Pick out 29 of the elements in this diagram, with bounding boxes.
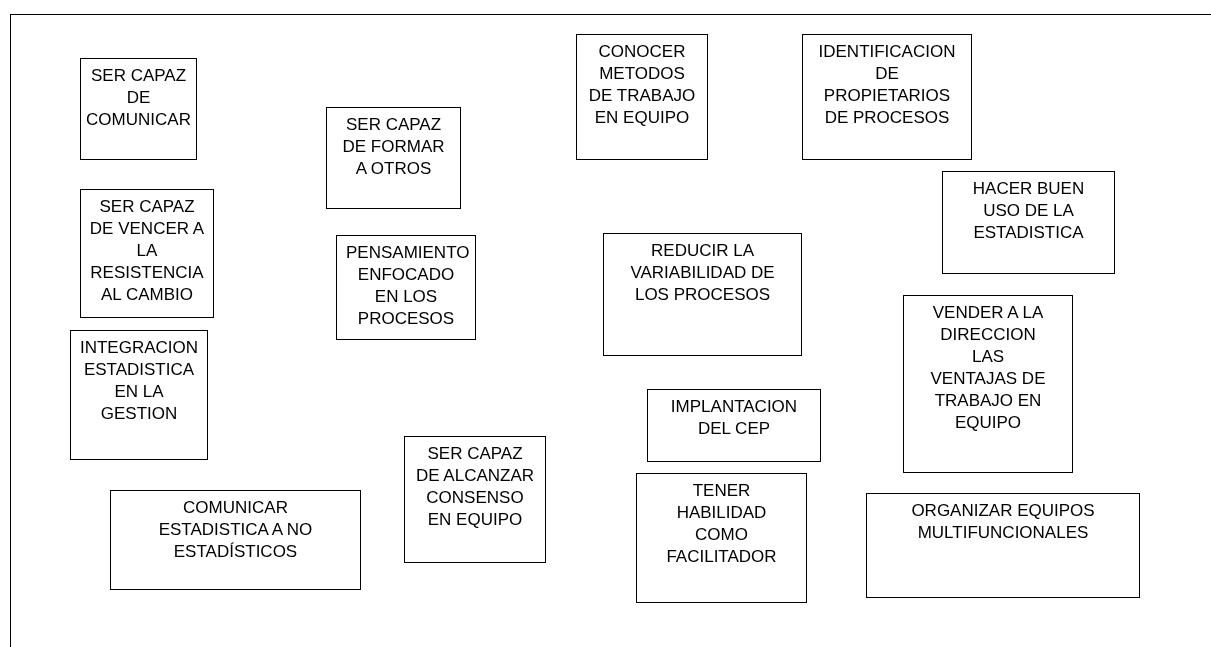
text-box (110, 490, 361, 590)
box-label: SER CAPAZ DE VENCER A LA RESISTENCIA AL CAMBIO (89, 196, 205, 306)
text-box (80, 189, 214, 318)
text-box (802, 34, 972, 160)
box-label: SER CAPAZ DE COMUNICAR (86, 65, 191, 131)
text-box (647, 389, 821, 462)
text-box (336, 235, 476, 340)
box-label: IDENTIFICACION DE PROPIETARIOS DE PROCESOS (817, 41, 957, 129)
text-box (404, 436, 546, 563)
box-label: REDUCIR LA VARIABILIDAD DE LOS PROCESOS (629, 240, 776, 306)
box-label: INTEGRACION ESTADISTICA EN LA GESTION (79, 337, 199, 425)
box-label: ORGANIZAR EQUIPOS MULTIFUNCIONALES (910, 500, 1096, 544)
text-box (866, 493, 1140, 598)
box-label: HACER BUEN USO DE LA ESTADISTICA (971, 178, 1086, 244)
text-box (70, 330, 208, 460)
text-box (576, 34, 708, 160)
box-label: SER CAPAZ DE ALCANZAR CONSENSO EN EQUIPO (415, 443, 535, 531)
box-label: SER CAPAZ DE FORMAR A OTROS (341, 114, 446, 180)
box-label: VENDER A LA DIRECCION LAS VENTAJAS DE TRABAJO EN EQUIPO (929, 302, 1047, 434)
box-label: CONOCER METODOS DE TRABAJO EN EQUIPO (587, 41, 697, 129)
text-box (903, 295, 1073, 473)
box-label: IMPLANTACION DEL CEP (669, 396, 799, 440)
text-box (942, 171, 1115, 274)
box-label: TENER HABILIDAD COMO FACILITADOR (665, 480, 778, 568)
text-box (636, 473, 807, 603)
text-box (603, 233, 802, 356)
text-box (326, 107, 461, 209)
box-label: COMUNICAR ESTADISTICA A NO ESTADÍSTICOS (157, 497, 314, 563)
text-box (80, 58, 197, 160)
